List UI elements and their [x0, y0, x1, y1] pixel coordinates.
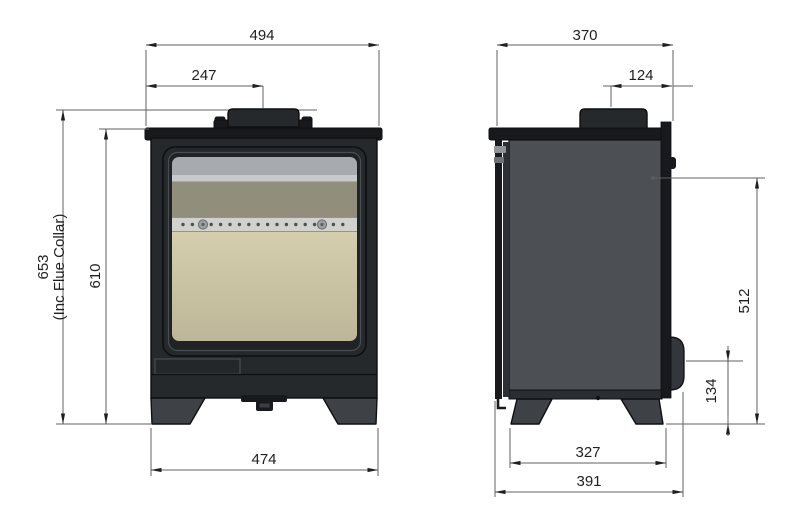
glass-light-strip [172, 175, 357, 182]
front-foot-bracket [496, 396, 506, 410]
latch-bar [241, 395, 287, 402]
door-latch [241, 395, 287, 411]
side-front-leg [510, 398, 553, 425]
rear-bolt-nub [669, 157, 676, 169]
dim-flue-offset: 247 [191, 67, 216, 84]
airwash-screw-right-center [320, 222, 324, 227]
glass-top-band [172, 157, 357, 175]
side-base-bar [508, 389, 663, 400]
flue-collar-cylinder [227, 108, 300, 128]
front-dimensions: 494 247 653 (Inc Flue Collar) 610 474 [35, 27, 380, 476]
glass-olive-band [172, 181, 357, 217]
dim-base-width: 474 [251, 451, 276, 468]
dim-outlet-height: 134 [703, 378, 720, 403]
latch-slot [259, 403, 270, 408]
dim-top-depth: 370 [572, 27, 597, 44]
dim-overall-height-note: (Inc Flue Collar) [51, 214, 68, 321]
base-fixing-dot [595, 395, 601, 401]
airwash-bar-bottom-edge [172, 231, 357, 233]
ash-lip [154, 358, 241, 375]
door-front-edge-inner [503, 142, 509, 397]
side-flue-collar [579, 108, 648, 132]
side-dimensions: 370 124 512 134 327 391 [494, 27, 765, 497]
front-left-leg [150, 397, 206, 425]
dim-side-flue-offset: 124 [628, 67, 653, 84]
side-rear-leg [620, 398, 664, 425]
front-right-leg [322, 397, 378, 425]
door-front-edge [495, 140, 502, 399]
front-view [56, 108, 383, 425]
dim-body-height: 610 [87, 263, 104, 288]
side-top-plate [488, 127, 671, 141]
side-view [488, 108, 685, 425]
door-hinge-top [494, 146, 506, 153]
dim-overall-height: 653 [35, 254, 52, 279]
door-glass [172, 157, 357, 341]
side-body-panel [508, 139, 663, 399]
airwash-bar-top-edge [172, 217, 357, 218]
firebrick-panel [172, 232, 357, 341]
airwash-screw-left-center [201, 222, 205, 227]
airwash-vent-bar [172, 217, 357, 232]
door-hinge-lower [494, 157, 504, 163]
dim-top-width: 494 [249, 27, 274, 44]
dim-base-depth: 327 [575, 444, 600, 461]
dim-overall-depth: 391 [576, 473, 601, 490]
rear-trim-strip [660, 121, 672, 399]
dim-rear-height: 512 [736, 288, 753, 313]
